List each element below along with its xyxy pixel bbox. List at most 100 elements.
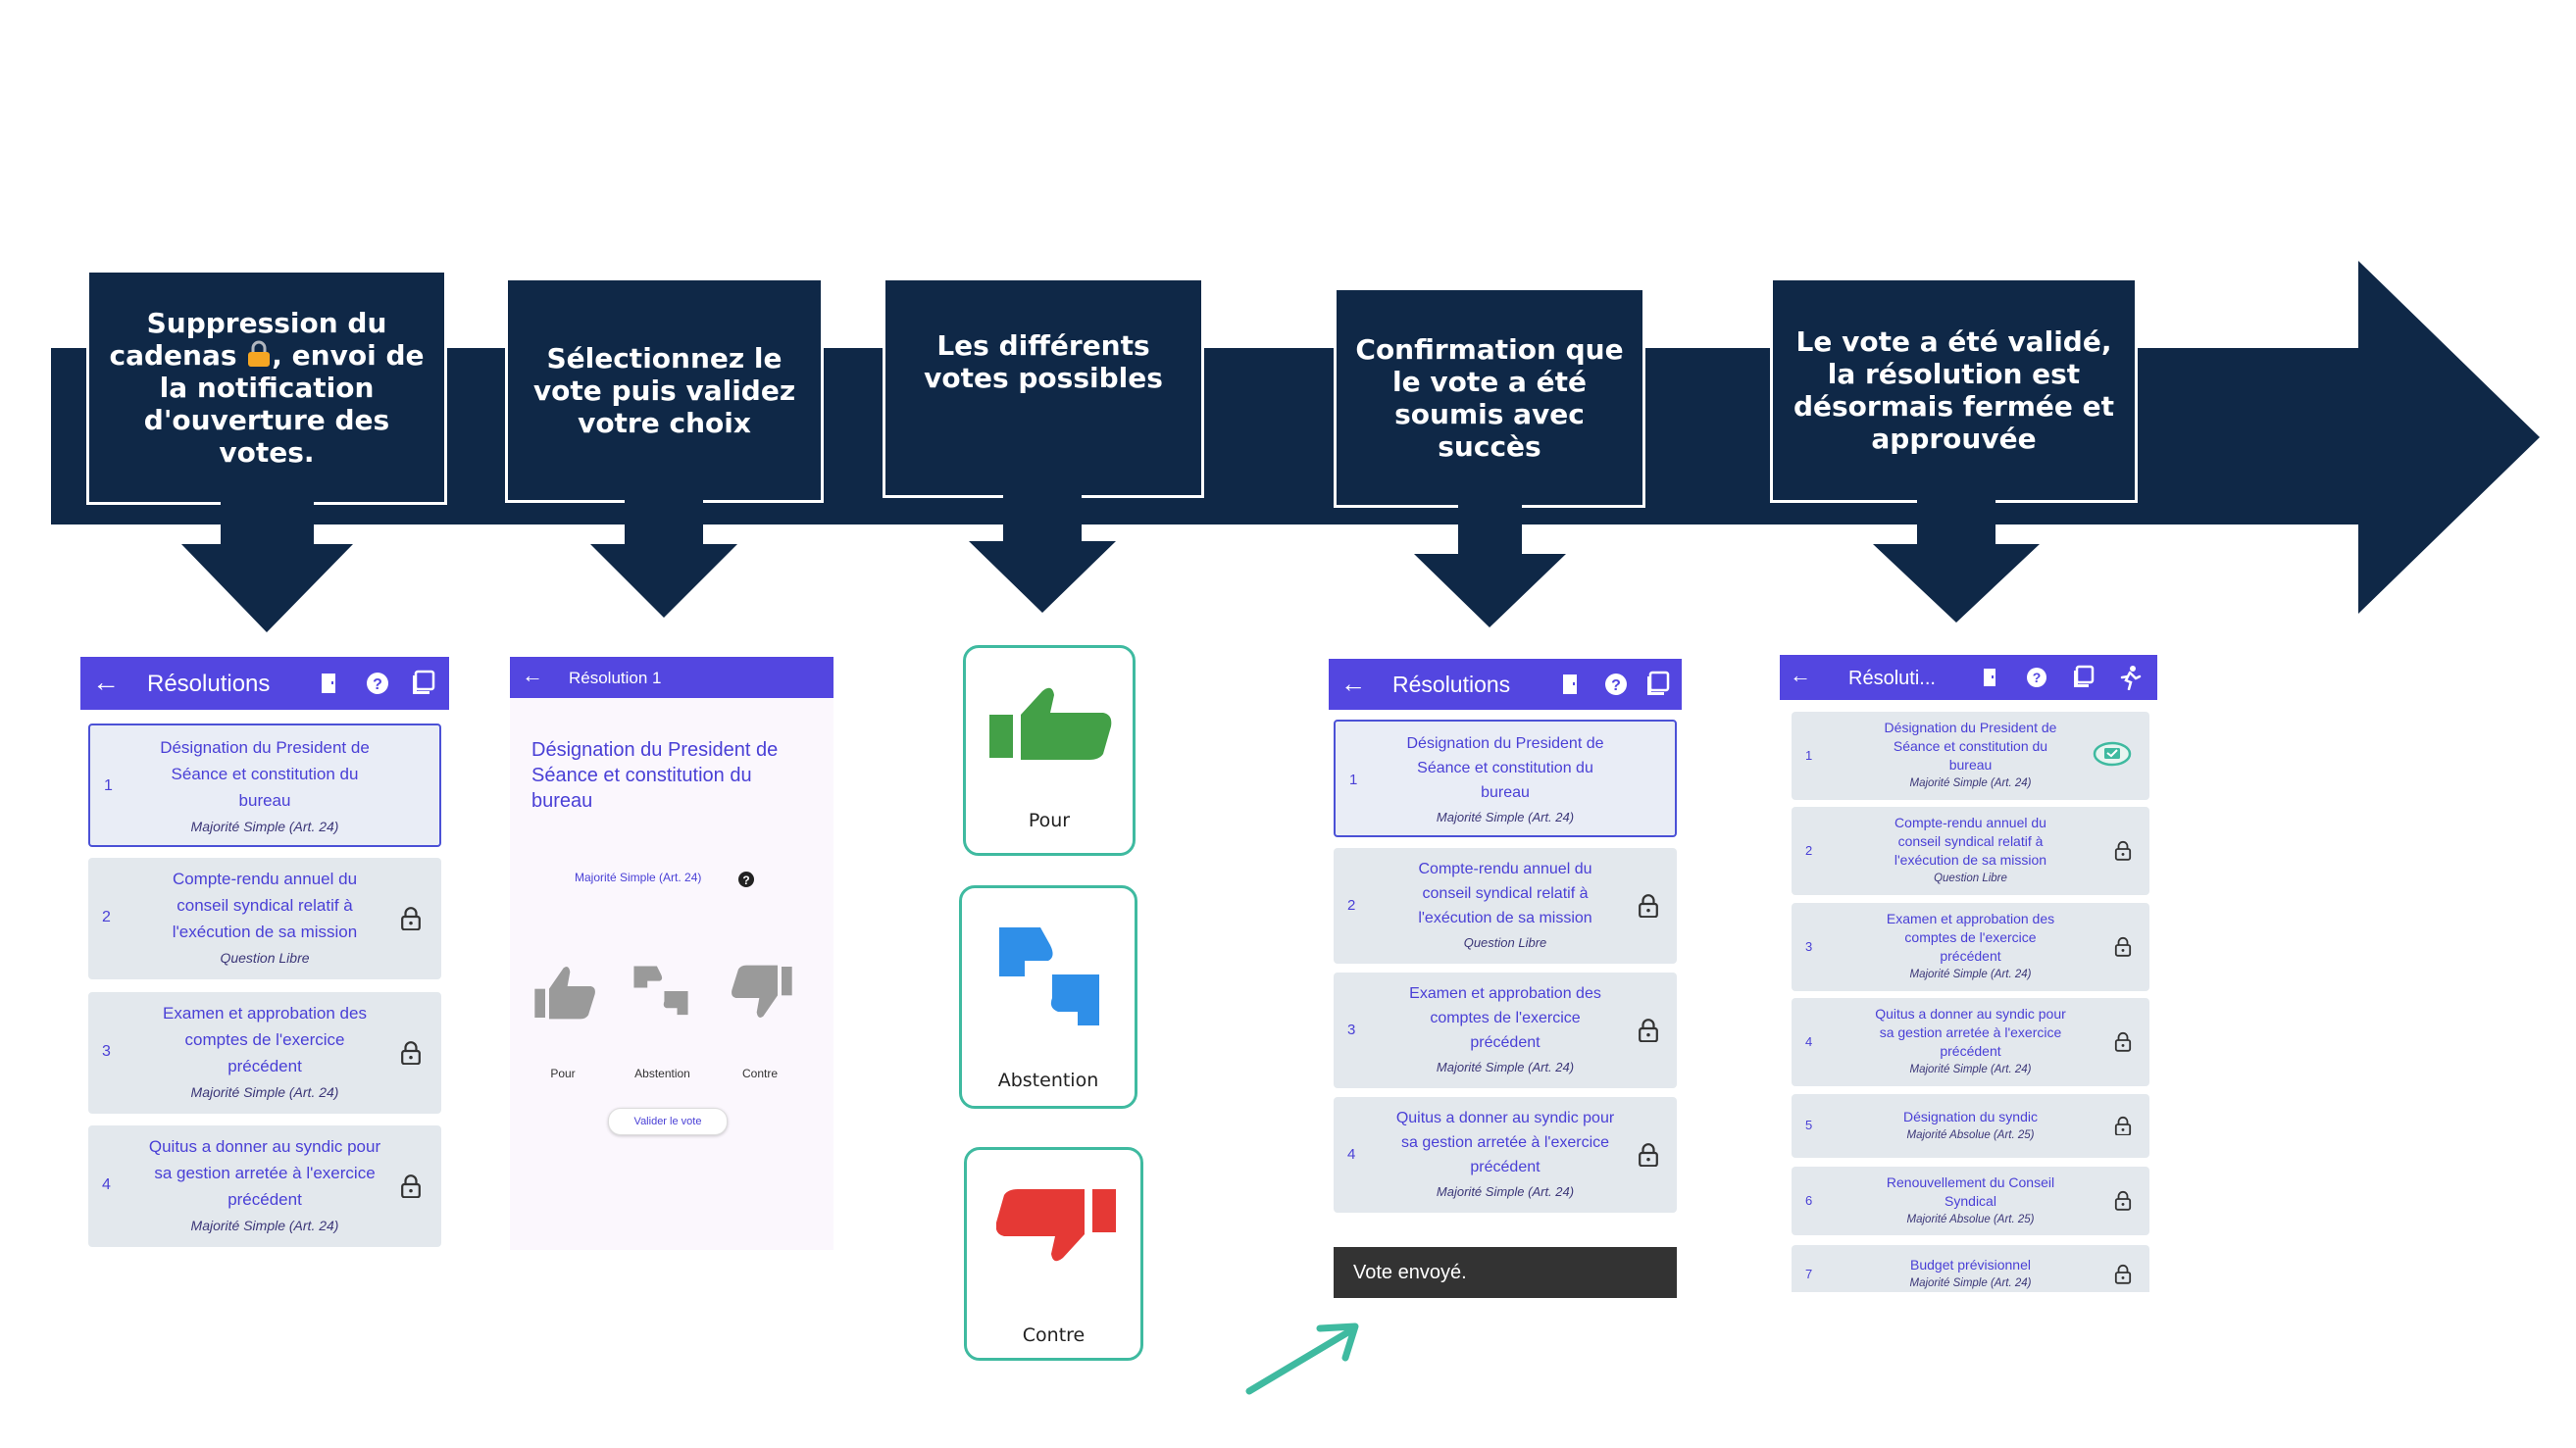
resolution-title-line: l'exécution de sa mission	[1894, 852, 2047, 868]
resolution-number: 2	[1347, 896, 1356, 914]
thumbs-down-icon[interactable]	[728, 963, 796, 1022]
resolution-title-line: Désignation du syndic	[1903, 1108, 2038, 1124]
resolution-title-line: sa gestion arretée à l'exercice	[154, 1164, 376, 1182]
help-icon[interactable]: ?	[1603, 672, 1629, 697]
lock-emoji-icon	[248, 340, 271, 367]
pdf-icon[interactable]	[2072, 665, 2096, 688]
thumbs-sideways-icon[interactable]	[626, 961, 696, 1022]
back-arrow-icon[interactable]: ←	[522, 663, 543, 687]
resolution-number: 3	[102, 1043, 111, 1060]
resolution-title-line: Séance et constitution du	[1417, 760, 1593, 776]
back-arrow-icon[interactable]: ←	[92, 667, 120, 697]
svg-text:?: ?	[2033, 670, 2042, 685]
resolution-title-line: bureau	[1948, 757, 1993, 773]
resolution-title-line: conseil syndical relatif à	[177, 896, 353, 915]
screen-2-heading-line: Désignation du President de	[531, 739, 779, 761]
resolution-title-line: Examen et approbation des	[1886, 911, 2055, 926]
pdf-icon[interactable]	[411, 670, 436, 695]
resolution-number: 6	[1805, 1192, 1813, 1208]
toast-vote-sent: Vote envoyé.	[1334, 1247, 1677, 1298]
resolution-majority: Majorité Simple (Art. 24)	[1909, 1064, 2032, 1075]
exit-run-icon[interactable]	[2118, 665, 2142, 690]
resolution-title-line: précédent	[1940, 948, 2001, 964]
vote-card-contre-label: Contre	[1022, 1324, 1086, 1346]
vote-card-pour[interactable]: Pour	[963, 645, 1136, 856]
lock-icon	[2114, 1191, 2132, 1211]
back-arrow-icon[interactable]: ←	[1790, 663, 1811, 687]
screen-2-title: Résolution 1	[569, 669, 662, 687]
resolution-title-line: Quitus a donner au syndic pour	[148, 1137, 381, 1156]
callout-3-pointer	[969, 490, 1116, 613]
resolution-number: 1	[1805, 747, 1813, 763]
screen-4-title: Résolutions	[1392, 672, 1511, 697]
vote-card-abstention[interactable]: Abstention	[959, 885, 1137, 1109]
door-icon[interactable]	[1981, 667, 2000, 688]
back-arrow-icon[interactable]: ←	[1340, 669, 1366, 698]
resolution-title-line: Compte-rendu annuel du	[172, 870, 358, 888]
resolution-text: Quitus a donner au syndic pour sa gestion…	[88, 1133, 441, 1239]
vote-card-pour-label: Pour	[1028, 810, 1071, 831]
callout-2-text: Sélectionnez le vote puis validez votre …	[532, 341, 796, 439]
lock-icon	[2114, 1265, 2132, 1284]
door-icon[interactable]	[319, 672, 340, 695]
resolution-majority: Question Libre	[1934, 873, 2007, 884]
resolution-title-line: l'exécution de sa mission	[1418, 910, 1592, 926]
callout-4-text: Confirmation que le vote a été soumis av…	[1355, 332, 1624, 463]
screen-1-topbar: ← Résolutions ?	[80, 657, 449, 710]
highlight-arrow	[1245, 1323, 1359, 1395]
help-icon[interactable]: ?	[365, 671, 390, 696]
door-icon[interactable]	[1560, 673, 1582, 696]
resolution-majority: Majorité Simple (Art. 24)	[1436, 1184, 1575, 1199]
help-icon[interactable]: ?	[737, 871, 755, 888]
resolution-title-line: précédent	[1470, 1034, 1541, 1051]
resolution-title-line: comptes de l'exercice	[1430, 1010, 1581, 1026]
callout-3-text: Les différents votes possibles	[924, 329, 1163, 394]
screen-2-heading-line: Séance et constitution du	[531, 765, 752, 786]
svg-text:?: ?	[742, 874, 749, 887]
callout-4: Confirmation que le vote a été soumis av…	[1334, 287, 1645, 508]
pdf-icon[interactable]	[1645, 671, 1671, 696]
resolution-text: Compte-rendu annuel du conseil syndical r…	[88, 866, 441, 972]
resolution-title-line: Quitus a donner au syndic pour	[1395, 1110, 1615, 1126]
vote-card-contre[interactable]: Contre	[964, 1147, 1143, 1361]
resolution-title-line: Désignation du President de	[1884, 720, 2057, 735]
callout-1-text-after: , envoi de la notification d'ouverture d…	[143, 338, 425, 469]
submit-vote-button[interactable]: Valider le vote	[608, 1108, 728, 1135]
screen-2-heading: Désignation du President de Séance et co…	[531, 737, 826, 814]
resolution-majority: Question Libre	[1463, 935, 1547, 950]
svg-text:?: ?	[373, 676, 382, 693]
resolution-majority: Majorité Simple (Art. 24)	[190, 1084, 339, 1100]
screen-1-title: Résolutions	[147, 671, 271, 697]
resolution-number: 7	[1805, 1266, 1813, 1281]
resolution-majority: Majorité Simple (Art. 24)	[1909, 1277, 2032, 1289]
screen-2-majority: Majorité Simple (Art. 24)	[575, 871, 702, 884]
option-pour-label: Pour	[550, 1067, 576, 1080]
thumbs-up-icon[interactable]	[531, 963, 598, 1022]
resolution-title-line: Séance et constitution du	[171, 765, 359, 783]
resolution-majority: Question Libre	[220, 950, 310, 966]
help-icon[interactable]: ?	[2025, 666, 2048, 689]
resolution-title-line: conseil syndical relatif à	[1422, 885, 1589, 902]
